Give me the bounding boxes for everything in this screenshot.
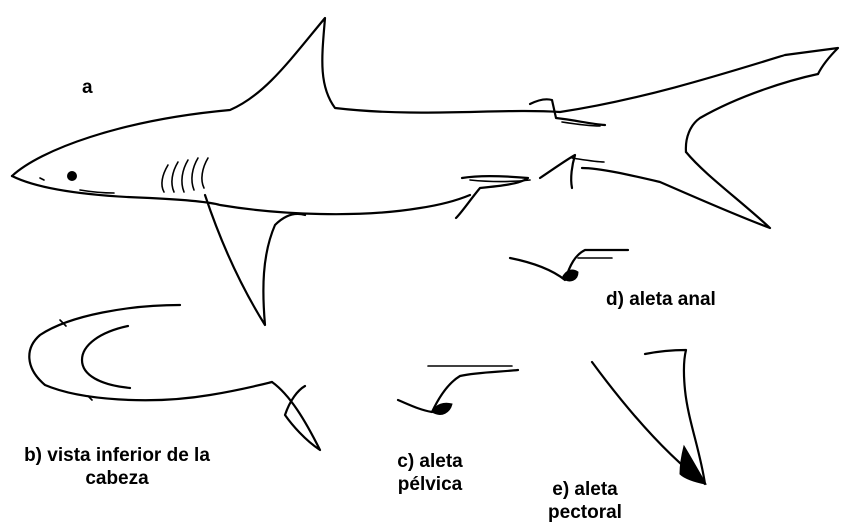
label-b-line1: b) vista inferior de la: [6, 444, 228, 467]
anal-fin-detail-tip: [562, 270, 578, 281]
head-underside-pectoral: [272, 382, 320, 450]
label-e-line2: pectoral: [530, 501, 640, 524]
pectoral-fin-detail: [592, 350, 706, 484]
shark-caudal-upper: [686, 74, 818, 152]
label-d: d) aleta anal: [606, 288, 716, 311]
label-a: a: [82, 76, 93, 99]
pelvic-fin-detail-outline: [398, 370, 518, 412]
label-c-line1: c) aleta: [380, 450, 480, 473]
label-b-line2: cabeza: [6, 467, 228, 490]
shark-anal-fin-trail: [572, 158, 604, 162]
head-underside-outline: [29, 305, 272, 400]
shark-head-underside: [29, 305, 320, 450]
shark-dorsal-outline: [12, 18, 838, 176]
shark-lateral-view: [12, 18, 838, 325]
shark-pelvic-clasper: [470, 180, 530, 182]
label-b: b) vista inferior de la cabeza: [6, 444, 228, 490]
shark-anal-fin: [540, 155, 575, 188]
label-e-line1: e) aleta: [530, 478, 640, 501]
shark-ventral-outline: [12, 176, 470, 214]
shark-nostril: [40, 178, 44, 180]
label-c: c) aleta pélvica: [380, 450, 480, 496]
shark-caudal-lower: [582, 152, 770, 228]
label-c-line2: pélvica: [380, 473, 480, 496]
shark-gill-slits: [162, 158, 208, 192]
pelvic-fin-detail: [398, 366, 518, 414]
shark-eye: [68, 172, 77, 181]
label-e: e) aleta pectoral: [530, 478, 640, 524]
head-underside-mouth: [82, 326, 130, 388]
anal-fin-detail: [510, 250, 628, 281]
shark-pectoral-fin: [205, 195, 305, 325]
